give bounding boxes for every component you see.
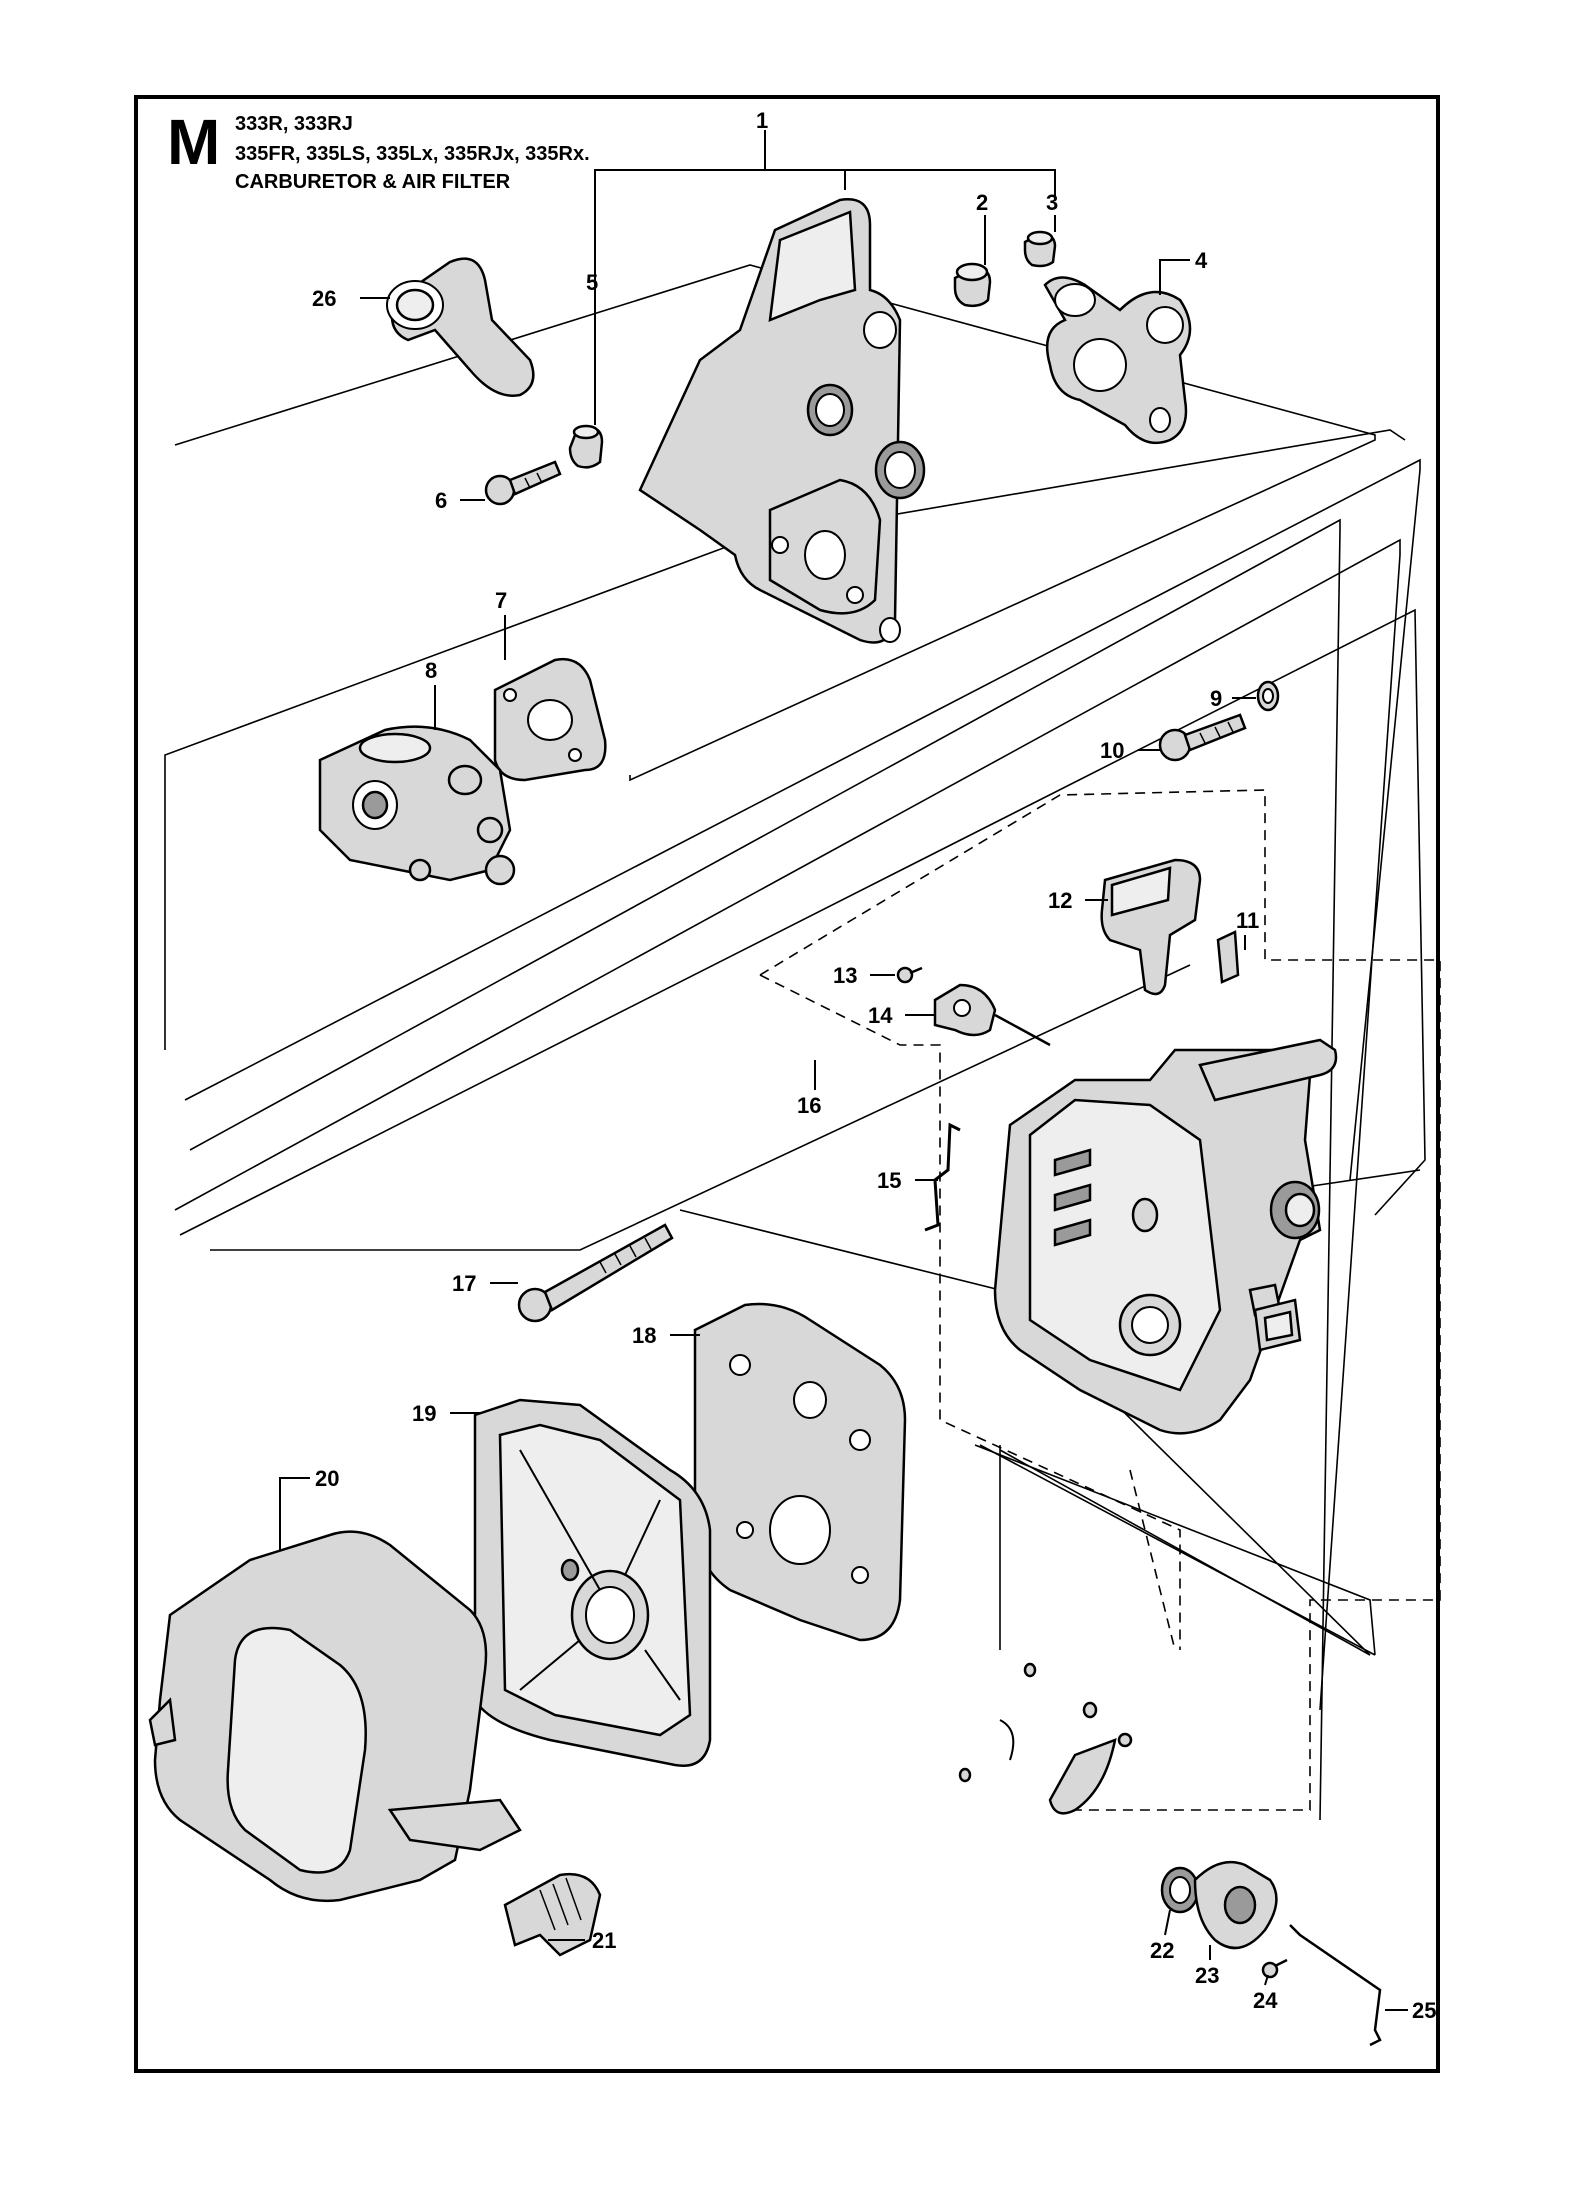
part-18-filter-element <box>693 1302 907 1642</box>
frame-line-13 <box>999 1449 1371 1656</box>
assembly-frame-lines <box>164 264 1426 1821</box>
part-17-long-screw <box>517 1223 674 1323</box>
callout-1: 1 <box>756 108 768 133</box>
leader-22 <box>1164 1909 1171 1936</box>
callout-26: 26 <box>312 286 336 311</box>
callout-9: 9 <box>1210 686 1222 711</box>
callout-17: 17 <box>452 1271 476 1296</box>
part-6-screw <box>484 460 562 506</box>
callout-23: 23 <box>1195 1963 1219 1988</box>
callout-12: 12 <box>1048 888 1072 913</box>
callout-25: 25 <box>1412 1998 1436 2023</box>
callout-16: 16 <box>797 1093 821 1118</box>
section-letter: M <box>167 106 221 178</box>
callout-21: 21 <box>592 1928 616 1953</box>
callout-8: 8 <box>425 658 437 683</box>
callout-6: 6 <box>435 488 447 513</box>
frame-line-3 <box>184 458 1421 1181</box>
dashed-line-1 <box>759 789 1441 1811</box>
leader-1 <box>594 130 766 415</box>
part-7-gasket <box>493 657 607 782</box>
callout-19: 19 <box>412 1401 436 1426</box>
callout-3: 3 <box>1046 190 1058 215</box>
callout-20: 20 <box>315 1466 339 1491</box>
models-line-1: 333R, 333RJ <box>235 113 353 135</box>
leader-4 <box>1159 259 1190 295</box>
part-8-carburetor <box>318 725 516 886</box>
callout-14: 14 <box>868 1003 893 1028</box>
part-22-spring-ring <box>1160 1866 1200 1914</box>
frame-line-1 <box>174 264 1376 782</box>
frame-line-6 <box>179 608 1426 1236</box>
frame-line-4 <box>189 518 1341 1821</box>
callout-5: 5 <box>586 270 598 295</box>
frame-line-5 <box>174 538 1401 1711</box>
part-19-filter-holder <box>473 1398 712 1767</box>
part-16-air-filter-housing <box>993 1038 1338 1435</box>
frame-line-7 <box>210 964 1191 1251</box>
part-1-carburetor-housing <box>638 198 926 644</box>
callout-15: 15 <box>877 1168 901 1193</box>
models-line-2: 335FR, 335LS, 335Lx, 335RJx, 335Rx. <box>235 143 590 165</box>
callout-22: 22 <box>1150 1938 1174 1963</box>
callout-24: 24 <box>1253 1988 1278 2013</box>
callout-leaders <box>279 130 1408 2011</box>
callout-18: 18 <box>632 1323 656 1348</box>
callout-13: 13 <box>833 963 857 988</box>
part-13-screw <box>896 966 923 984</box>
callout-2: 2 <box>976 190 988 215</box>
diagram-border <box>134 95 1440 2073</box>
dashed-line-2 <box>759 974 1181 1650</box>
part-21-cover-clip <box>503 1872 602 1957</box>
part-23-knob <box>1193 1860 1278 1950</box>
part-10-screw <box>1158 713 1247 762</box>
part-14-cable-holder <box>933 983 1051 1047</box>
small-ring-parts <box>958 1662 1133 1815</box>
part-5-bushing <box>568 424 604 469</box>
leader-1b <box>765 169 846 190</box>
part-11-clip <box>1216 930 1240 984</box>
callout-7: 7 <box>495 588 507 613</box>
callout-4: 4 <box>1195 248 1208 273</box>
leader-1c <box>845 169 1056 200</box>
part-15-wire <box>924 1122 961 1232</box>
callout-11: 11 <box>1236 908 1259 933</box>
dashed-line-3 <box>1129 1469 1176 1651</box>
part-20-filter-cover <box>148 1530 522 1902</box>
part-9-washer <box>1256 680 1280 712</box>
part-2-bushing <box>953 262 992 308</box>
part-12-choke-lever <box>1100 858 1202 996</box>
leader-20 <box>279 1477 310 1550</box>
frame-line-9 <box>979 1444 1376 1656</box>
callout-numbers: 1 2 3 4 5 6 7 8 9 10 11 12 13 14 15 16 1… <box>312 108 1436 2023</box>
callout-10: 10 <box>1100 738 1124 763</box>
leader-24 <box>1264 1974 1269 1986</box>
part-4-gasket <box>1043 276 1192 445</box>
part-3-bushing <box>1023 230 1057 268</box>
part-24-screw <box>1261 1958 1288 1979</box>
part-26-intake-elbow <box>386 257 535 397</box>
diagram-title: CARBURETOR & AIR FILTER <box>235 171 511 193</box>
dashed-frame-lines <box>759 789 1441 1811</box>
part-25-rod <box>1289 1924 1382 2047</box>
